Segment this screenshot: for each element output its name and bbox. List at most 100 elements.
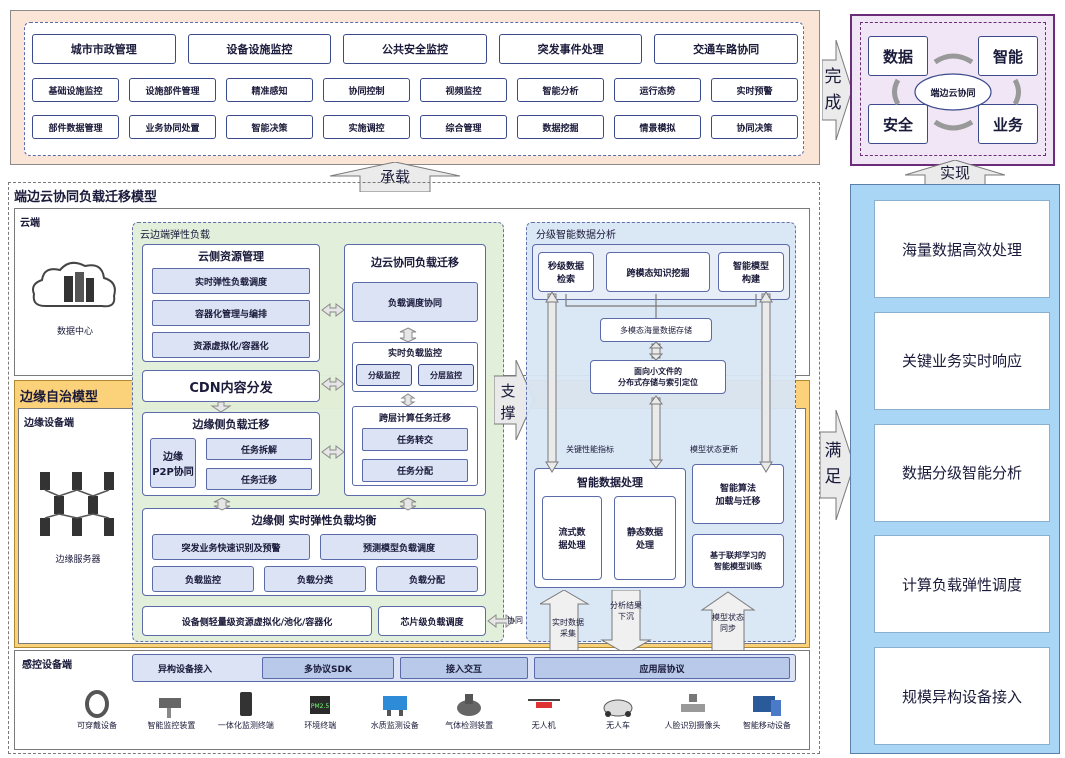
sense-device: PM2.5 环境终端 bbox=[285, 690, 355, 746]
cross-layer-item: 任务分配 bbox=[362, 459, 468, 482]
device-virtualization-box: 设备侧轻量级资源虚拟化/池化/容器化 bbox=[142, 606, 372, 636]
app-function: 实时预警 bbox=[711, 78, 798, 102]
sense-label: 感控设备端 bbox=[22, 660, 72, 671]
top-app-row2: 基础设施监控设施部件管理精准感知协同控制视频监控智能分析运行态势实时预警 bbox=[32, 78, 798, 102]
up-arrow-sync: 模型状态 同步 bbox=[712, 613, 744, 633]
cross-layer-item: 任务转交 bbox=[362, 428, 468, 451]
app-function: 设施部件管理 bbox=[129, 78, 216, 102]
app-category: 公共安全监控 bbox=[343, 34, 487, 64]
app-function: 业务协同处置 bbox=[129, 115, 216, 139]
device-icon bbox=[457, 694, 482, 716]
algorithm-loading: 智能算法 加载与迁移 bbox=[692, 464, 784, 524]
analysis-kpi-label: 关键性能指标 bbox=[566, 445, 614, 454]
analysis-arrows bbox=[545, 291, 773, 473]
monitor-title: 实时负载监控 bbox=[387, 348, 442, 359]
app-function: 部件数据管理 bbox=[32, 115, 119, 139]
datacenter-icon bbox=[32, 261, 116, 308]
up-arrow-collect: 实时数据 采集 bbox=[552, 618, 584, 638]
edge-balance-item: 负载分类 bbox=[264, 566, 366, 592]
svg-text:PM2.5: PM2.5 bbox=[311, 703, 330, 710]
requirement-item: 计算负载弹性调度 bbox=[874, 535, 1050, 634]
edge-server-icon bbox=[40, 472, 114, 536]
goals-inner bbox=[860, 22, 1046, 156]
sense-device-label: 智能移动设备 bbox=[742, 721, 791, 730]
collab-arrow-label: 协同 bbox=[507, 615, 523, 625]
device-icon: PM2.5 bbox=[310, 696, 331, 714]
goal-data: 数据 bbox=[868, 36, 928, 76]
sense-protocol: 应用层协议 bbox=[534, 657, 790, 679]
sense-device-label: 环境终端 bbox=[304, 721, 337, 730]
sense-device-label: 无人机 bbox=[531, 721, 556, 730]
app-function: 实施调控 bbox=[323, 115, 410, 139]
app-function: 协同控制 bbox=[323, 78, 410, 102]
requirement-item: 规模异构设备接入 bbox=[874, 647, 1050, 745]
cloud-resource-item: 实时弹性负载调度 bbox=[152, 268, 310, 294]
monitor-items: 分级监控分层监控 bbox=[356, 364, 474, 386]
app-function: 智能决策 bbox=[226, 115, 313, 139]
app-function: 精准感知 bbox=[226, 78, 313, 102]
main-model-title: 端边云协同负载迁移模型 bbox=[14, 190, 158, 205]
edge-balance-row2: 负载监控负载分类负载分配 bbox=[152, 566, 478, 592]
up-arrows bbox=[540, 590, 756, 654]
edge-balance-title: 边缘侧 实时弹性负载均衡 bbox=[251, 514, 377, 527]
cloud-resource-items: 实时弹性负载调度容器化管理与编排资源虚拟化/容器化 bbox=[152, 268, 310, 358]
edge-load-title: 边缘侧负载迁移 bbox=[192, 418, 270, 431]
app-function: 情景模拟 bbox=[614, 115, 701, 139]
app-function: 协同决策 bbox=[711, 115, 798, 139]
app-function: 数据挖掘 bbox=[517, 115, 604, 139]
elastic-load-title: 云边端弹性负载 bbox=[140, 230, 210, 241]
analysis-small-files: 面向小文件的 分布式存储与索引定位 bbox=[590, 360, 726, 394]
sense-device-label: 人脸识别摄像头 bbox=[664, 721, 721, 730]
goal-business: 业务 bbox=[978, 104, 1038, 144]
edge-balance-item: 突发业务快速识别及预警 bbox=[152, 534, 310, 560]
analysis-title: 分级智能数据分析 bbox=[536, 230, 616, 241]
goal-cycle-arrows bbox=[892, 53, 1021, 131]
edge-load-item: 任务拆解 bbox=[206, 438, 312, 460]
stream-processing: 流式数 据处理 bbox=[542, 496, 602, 580]
complete-arrow bbox=[822, 40, 852, 140]
edge-server-label: 边缘服务器 bbox=[55, 555, 101, 565]
app-function: 基础设施监控 bbox=[32, 78, 119, 102]
datacenter-label: 数据中心 bbox=[56, 327, 93, 337]
top-app-row3: 部件数据管理业务协同处置智能决策实施调控综合管理数据挖掘情景模拟协同决策 bbox=[32, 115, 798, 139]
device-icon bbox=[680, 694, 705, 712]
edge-balance-row1: 突发业务快速识别及预警预测模型负载调度 bbox=[152, 534, 478, 560]
edge-p2p-box: 边缘 P2P协同 bbox=[150, 438, 196, 488]
analysis-crossmodal: 跨模态知识挖掘 bbox=[606, 252, 710, 292]
edge-autonomy-label: 边缘自治模型 bbox=[20, 390, 99, 405]
static-processing: 静态数据 处理 bbox=[614, 496, 676, 580]
sense-device: 水质监测设备 bbox=[360, 690, 430, 746]
edge-cloud-title: 边云协同负载迁移 bbox=[371, 256, 459, 269]
carry-arrow bbox=[330, 162, 460, 192]
sense-device: 人脸识别摄像头 bbox=[658, 690, 728, 746]
app-function: 运行态势 bbox=[614, 78, 701, 102]
analysis-retrieval: 秒级数据 检索 bbox=[538, 252, 594, 292]
monitor-item: 分层监控 bbox=[418, 364, 474, 386]
sense-device-label: 可穿戴设备 bbox=[77, 721, 117, 730]
cross-layer-items: 任务转交任务分配 bbox=[362, 428, 468, 482]
edge-cloud-collab-cloud: 端边云协同 bbox=[930, 88, 976, 99]
analysis-storage: 多模态海量数据存储 bbox=[600, 318, 712, 342]
requirement-item: 数据分级智能分析 bbox=[874, 423, 1050, 522]
sense-device: 智能监控装置 bbox=[136, 690, 206, 746]
sense-access-label: 异构设备接入 bbox=[157, 664, 212, 675]
cloud-resource-item: 容器化管理与编排 bbox=[152, 300, 310, 326]
sense-sdk: 多协议SDK bbox=[262, 657, 394, 679]
complete-arrow-label: 完 成 bbox=[824, 67, 842, 113]
sense-device: 无人机 bbox=[509, 690, 579, 746]
analysis-model-build: 智能模型 构建 bbox=[718, 252, 784, 292]
support-arrow bbox=[494, 360, 534, 440]
edge-balance-item: 负载监控 bbox=[152, 566, 254, 592]
sense-device: 无人车 bbox=[583, 690, 653, 746]
app-function: 智能分析 bbox=[517, 78, 604, 102]
sense-device-label: 气体检测装置 bbox=[445, 721, 494, 730]
monitor-item: 分级监控 bbox=[356, 364, 412, 386]
cross-layer-title: 跨层计算任务迁移 bbox=[378, 413, 451, 424]
edge-balance-item: 预测模型负载调度 bbox=[320, 534, 478, 560]
requirement-item: 关键业务实时响应 bbox=[874, 311, 1050, 410]
edge-load-items: 任务拆解任务迁移 bbox=[206, 438, 312, 490]
sense-device: 智能移动设备 bbox=[732, 690, 802, 746]
device-icon bbox=[752, 696, 781, 716]
device-icon bbox=[603, 699, 633, 717]
